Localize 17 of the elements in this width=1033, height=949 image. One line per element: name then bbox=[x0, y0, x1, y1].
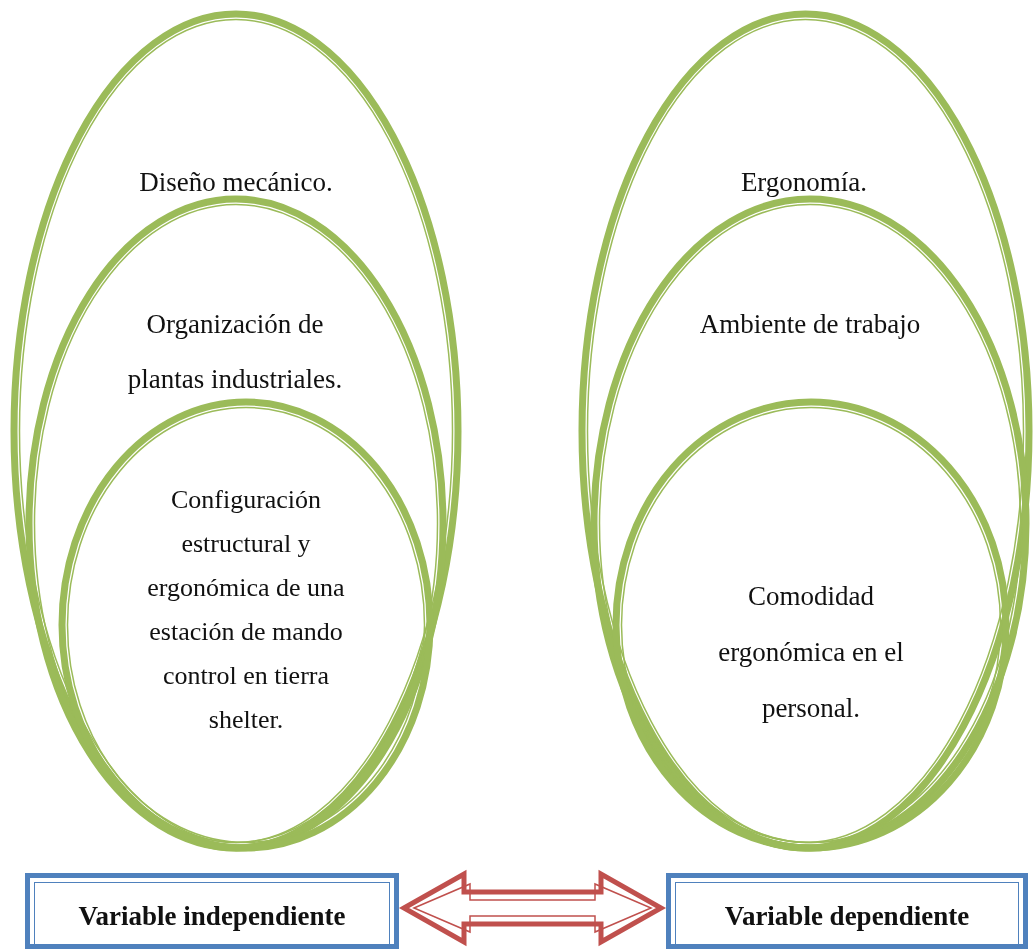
variable-box bbox=[25, 873, 399, 949]
ellipse-label: Comodidad ergonómica en el personal. bbox=[717, 580, 905, 725]
ellipse-label: Configuración estructural y ergonómica de una estación de mando control en tierra shelter. bbox=[146, 484, 346, 736]
nested-ellipse bbox=[590, 195, 1030, 852]
double-block-arrow bbox=[398, 869, 667, 947]
variable-label: Variable dependiente bbox=[723, 900, 971, 933]
nested-ellipse bbox=[578, 10, 1033, 852]
variable-label: Variable independiente bbox=[77, 900, 347, 933]
nested-ellipse bbox=[25, 195, 447, 852]
variable-box bbox=[666, 873, 1028, 949]
nested-ellipse bbox=[612, 398, 1010, 852]
ellipse-label: Organización de plantas industriales. bbox=[126, 308, 344, 396]
ellipse-label: Diseño mecánico. bbox=[138, 166, 334, 199]
nested-ellipse bbox=[58, 398, 434, 852]
nested-ellipse bbox=[10, 10, 462, 852]
ellipse-label: Ergonomía. bbox=[739, 166, 869, 199]
ellipse-label: Ambiente de trabajo bbox=[698, 308, 922, 341]
